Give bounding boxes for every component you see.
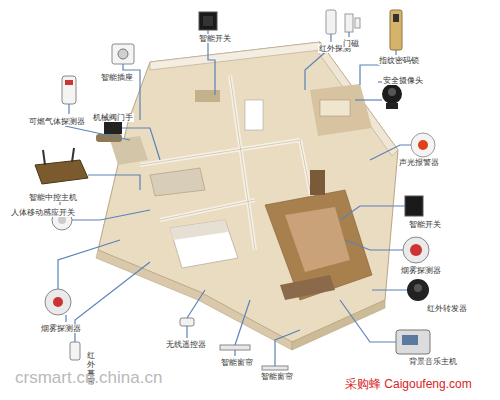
device-label: 无线遥控器 (165, 340, 207, 349)
watermark: 采购蜂 Caigoufeng.com (344, 378, 473, 392)
device-label: 机械阀门手 (92, 113, 134, 122)
device-label: 智能中控主机 (28, 193, 78, 202)
device-label: 智能开关 (408, 220, 442, 229)
device-label: 背景音乐主机 (408, 357, 458, 366)
device-label: 烟雾探测器 (400, 266, 442, 275)
device-label: 可燃气体探测器 (28, 117, 86, 126)
device-label: 红外转发器 (426, 304, 468, 313)
device-label: 智能窗帘 (260, 372, 294, 381)
device-label: 智能插座 (100, 73, 134, 82)
device-label: 门磁 (342, 39, 360, 48)
device-label: 人体移动感应开关 (10, 208, 76, 217)
device-label: 指纹密码锁 (378, 56, 420, 65)
device-label: 智能开关 (198, 34, 232, 43)
device-label: 烟雾探测器 (40, 324, 82, 333)
watermark: crsmart.cn.china.cn (14, 368, 163, 388)
device-label: 安全摄像头 (382, 76, 424, 85)
device-label: 声光报警器 (398, 158, 440, 167)
device-label: 智能窗帘 (220, 358, 254, 367)
